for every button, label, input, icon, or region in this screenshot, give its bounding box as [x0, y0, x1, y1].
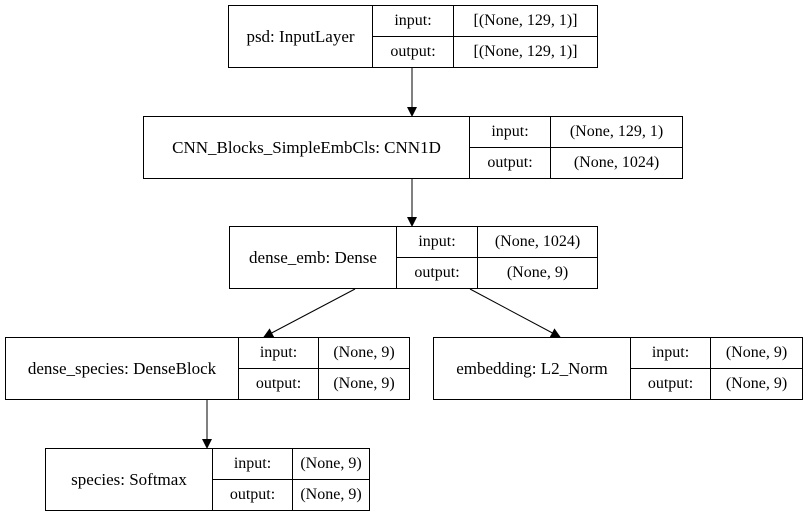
output-label: output: [390, 43, 436, 60]
output-label: output: [414, 264, 460, 281]
output-shape: (None, 9) [300, 486, 362, 503]
input-shape: (None, 1024) [478, 227, 597, 258]
input-shape: [(None, 129, 1)] [454, 6, 597, 37]
input-label: input: [631, 338, 710, 369]
output-label: output: [487, 154, 533, 171]
node-name: CNN_Blocks_SimpleEmbCls: CNN1D [144, 117, 470, 178]
output-shape: (None, 1024) [573, 154, 660, 171]
node-embedding: embedding: L2_Norm input: output: (None,… [433, 337, 803, 400]
input-label: input: [213, 449, 292, 480]
edge-dense_emb-to-dense_species [263, 288, 356, 338]
node-name: psd: InputLayer [229, 6, 373, 67]
input-label: input: [239, 338, 318, 369]
input-label: input: [397, 227, 477, 258]
node-cnn: CNN_Blocks_SimpleEmbCls: CNN1D input: ou… [143, 116, 683, 179]
output-shape: (None, 9) [725, 375, 788, 392]
output-shape: (None, 9) [506, 264, 569, 281]
output-shape: [(None, 129, 1)] [473, 43, 578, 60]
node-name: dense_species: DenseBlock [6, 338, 239, 399]
input-shape: (None, 9) [711, 338, 802, 369]
node-name: embedding: L2_Norm [434, 338, 631, 399]
output-label: output: [229, 486, 276, 503]
output-shape: (None, 9) [333, 375, 395, 392]
input-label: input: [373, 6, 453, 37]
node-dense-species: dense_species: DenseBlock input: output:… [5, 337, 410, 400]
node-name: dense_emb: Dense [230, 227, 397, 288]
node-psd: psd: InputLayer input: output: [(None, 1… [228, 5, 598, 68]
output-label: output: [255, 375, 302, 392]
output-label: output: [647, 375, 694, 392]
input-shape: (None, 129, 1) [551, 117, 682, 148]
input-shape: (None, 9) [293, 449, 369, 480]
input-label: input: [470, 117, 550, 148]
node-dense-emb: dense_emb: Dense input: output: (None, 1… [229, 226, 598, 289]
edge-dense_emb-to-embedding [469, 288, 561, 338]
node-name: species: Softmax [46, 449, 213, 510]
input-shape: (None, 9) [319, 338, 409, 369]
node-species: species: Softmax input: output: (None, 9… [45, 448, 370, 511]
